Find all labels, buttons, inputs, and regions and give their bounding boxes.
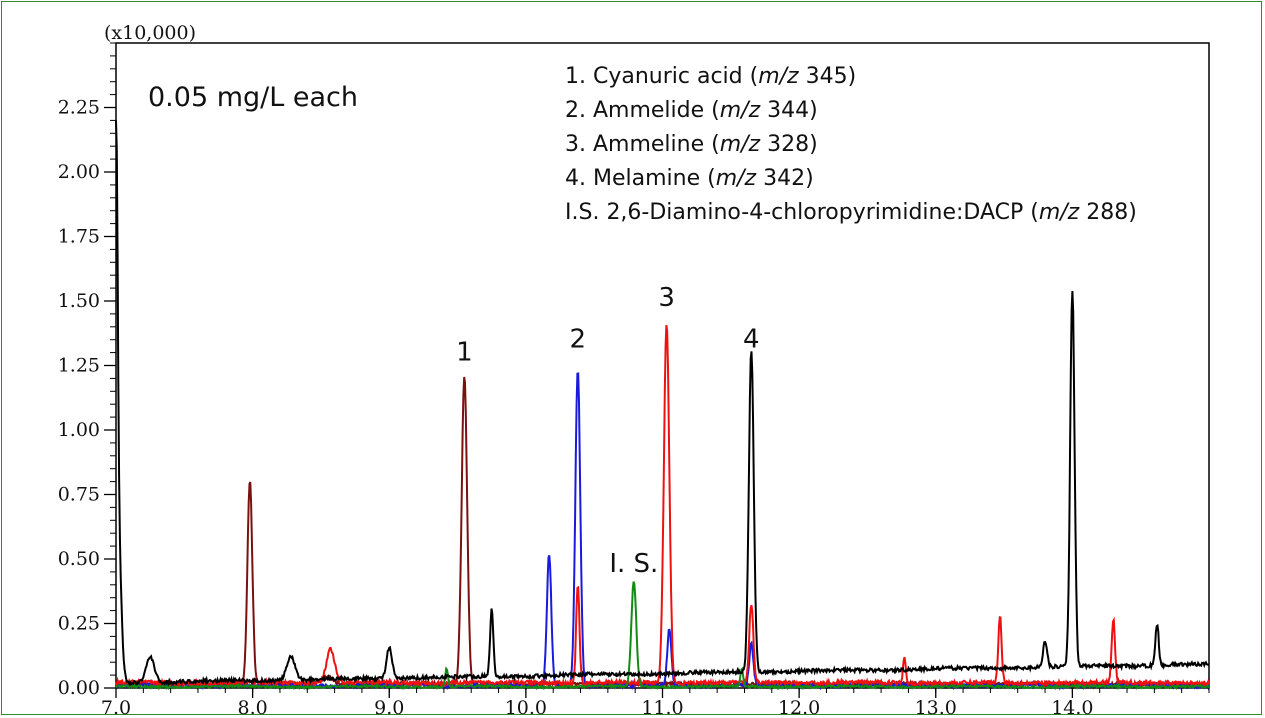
peak-label: 3 bbox=[658, 283, 675, 313]
y-tick-label: 1.50 bbox=[58, 290, 100, 312]
y-tick-label: 1.00 bbox=[58, 419, 100, 441]
legend-entry: 1. Cyanuric acid (m/z 345) bbox=[565, 64, 856, 89]
legend-mz-prefix: m/z bbox=[720, 98, 767, 123]
peak-label: 1 bbox=[456, 337, 473, 367]
legend-mz-value: 344) bbox=[767, 98, 818, 123]
y-tick-label: 0.75 bbox=[58, 484, 100, 506]
x-tick-label: 8.0 bbox=[238, 697, 268, 718]
y-multiplier-label: (x10,000) bbox=[104, 22, 196, 44]
legend-entry: I.S. 2,6-Diamino-4-chloropyrimidine:DACP… bbox=[565, 200, 1137, 225]
legend-mz-prefix: m/z bbox=[716, 166, 763, 191]
trace-5 bbox=[115, 120, 1209, 687]
y-tick-label: 0.25 bbox=[58, 613, 100, 635]
legend-number: 2. bbox=[565, 98, 593, 123]
legend-name: Cyanuric acid ( bbox=[593, 64, 758, 89]
x-tick-label: 12.0 bbox=[778, 697, 820, 718]
axes: 0.00 0.25 0.50 0.75 1.00 1.25 1.50 1.75 2.00 2.25… bbox=[58, 22, 1210, 718]
peak-label: I. S. bbox=[609, 549, 658, 579]
x-tick-label: 11.0 bbox=[641, 697, 683, 718]
concentration-note: 0.05 mg/L each bbox=[148, 82, 358, 113]
legend-entry: 4. Melamine (m/z 342) bbox=[565, 166, 814, 191]
legend-name: Ammeline ( bbox=[593, 132, 720, 157]
legend-mz-value: 342) bbox=[763, 166, 814, 191]
x-tick-label: 14.0 bbox=[1051, 697, 1093, 718]
peak-label: 4 bbox=[743, 324, 760, 354]
legend-mz-value: 328) bbox=[767, 132, 818, 157]
legend-entry: 2. Ammelide (m/z 344) bbox=[565, 98, 818, 123]
trace-3 bbox=[115, 324, 1210, 690]
legend-mz-prefix: m/z bbox=[720, 132, 767, 157]
legend-mz-prefix: m/z bbox=[1039, 200, 1086, 225]
x-tick-label: 7.0 bbox=[101, 697, 131, 718]
peak-label: 2 bbox=[570, 324, 587, 354]
x-tick-label: 9.0 bbox=[374, 697, 404, 718]
legend-entry: 3. Ammeline (m/z 328) bbox=[565, 132, 818, 157]
y-tick-label: 0.00 bbox=[58, 677, 100, 699]
legend-mz-value: 288) bbox=[1086, 200, 1137, 225]
legend-number: 4. bbox=[565, 166, 593, 191]
y-tick-label: 2.25 bbox=[58, 97, 100, 119]
y-tick-label: 1.75 bbox=[58, 226, 100, 248]
x-tick-label: 13.0 bbox=[915, 697, 957, 718]
legend-name: 2,6-Diamino-4-chloropyrimidine:DACP ( bbox=[606, 200, 1038, 225]
legend-number: I.S. bbox=[565, 200, 606, 225]
y-tick-label: 2.00 bbox=[58, 161, 100, 183]
legend-mz-prefix: m/z bbox=[758, 64, 805, 89]
x-tick-label: 10.0 bbox=[505, 697, 547, 718]
y-tick-label: 1.25 bbox=[58, 355, 100, 377]
legend-name: Melamine ( bbox=[593, 166, 716, 191]
legend-name: Ammelide ( bbox=[593, 98, 720, 123]
legend-mz-value: 345) bbox=[806, 64, 857, 89]
y-tick-label: 0.50 bbox=[58, 548, 100, 570]
legend-number: 3. bbox=[565, 132, 593, 157]
legend-number: 1. bbox=[565, 64, 593, 89]
